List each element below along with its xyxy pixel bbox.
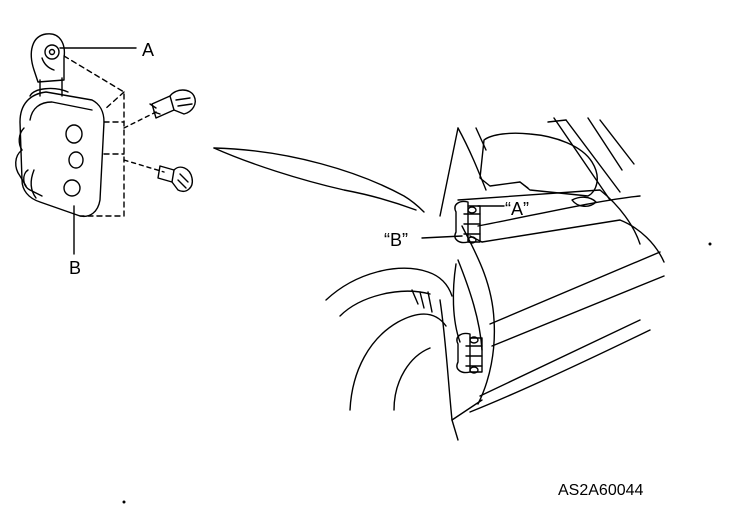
location-label-b: “B” — [384, 230, 408, 250]
part-label-a: A — [142, 40, 155, 60]
leader-line-location-b — [421, 235, 463, 239]
figure-code: AS2A60044 — [558, 482, 644, 499]
bolt-icon — [123, 89, 196, 129]
door-hinge-icon — [454, 200, 481, 244]
door-hinge-icon — [456, 332, 483, 374]
bolt-icon — [123, 159, 193, 192]
part-label-b: B — [69, 258, 82, 278]
door-hinge-icon — [15, 33, 125, 218]
location-label-a: “A” — [505, 199, 529, 219]
vehicle-body-illustration — [213, 117, 665, 441]
